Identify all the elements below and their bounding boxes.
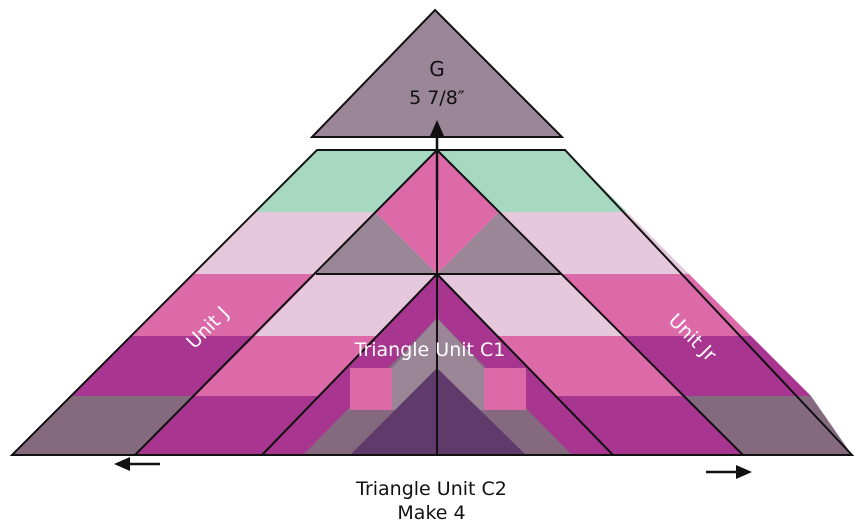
triangle-unit-c1-label: Triangle Unit C1 [354,339,506,361]
arrow-left [114,457,160,471]
center-plum-triangle [350,368,437,455]
piece-g-measure: 5 7/8″ [409,87,465,109]
caption-title: Triangle Unit C2 [356,478,507,500]
seam-lines [9,149,855,456]
piece-g-letter: G [429,57,445,81]
arrow-right [706,465,752,479]
caption-subtitle: Make 4 [397,502,466,524]
arrow-up [430,120,444,200]
